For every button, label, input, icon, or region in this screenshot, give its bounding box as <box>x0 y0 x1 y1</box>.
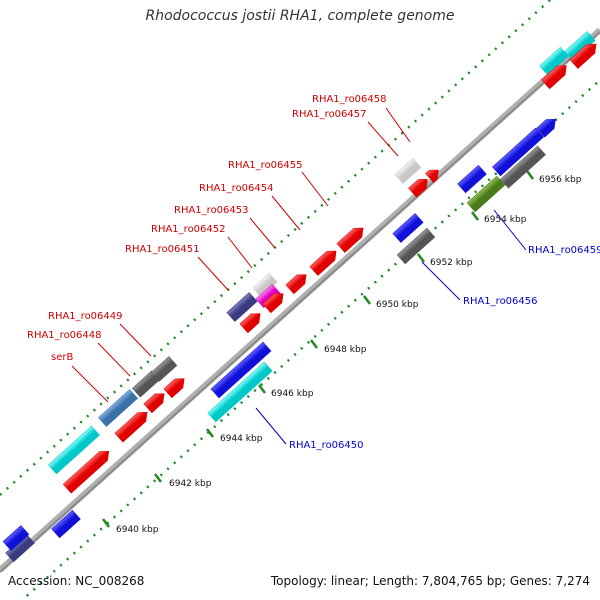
gene-feature-blue <box>457 164 487 194</box>
gene-feature-blue <box>210 341 272 399</box>
gene-label-ro06455: RHA1_ro06455 <box>228 160 303 171</box>
label-leader-line <box>97 342 131 377</box>
gene-feature-dark-grey <box>500 145 546 189</box>
gene-label-ro06453: RHA1_ro06453 <box>174 205 249 216</box>
label-leader-line <box>71 365 109 403</box>
ruler-tick <box>471 211 479 221</box>
ruler-label: 6944 kbp <box>220 434 263 444</box>
gene-label-serb: serB <box>51 352 73 363</box>
label-leader-line <box>119 323 152 357</box>
ruler-tick <box>363 295 371 305</box>
ruler-dots-top <box>0 0 552 496</box>
gene-feature-red <box>425 169 439 183</box>
gene-feature-red <box>163 378 185 399</box>
gene-label-ro06450: RHA1_ro06450 <box>289 440 364 451</box>
ruler-label: 6942 kbp <box>169 479 212 489</box>
label-leader-line <box>301 171 329 207</box>
gene-label-ro06457: RHA1_ro06457 <box>292 109 367 120</box>
gene-label-ro06449: RHA1_ro06449 <box>48 311 123 322</box>
gene-feature-cyan <box>48 425 100 475</box>
accession-text: Accession: NC_008268 <box>8 574 145 588</box>
ruler-tick <box>310 339 318 349</box>
gene-feature-red <box>285 274 307 295</box>
ruler-label: 6946 kbp <box>271 389 314 399</box>
ruler-label: 6956 kbp <box>539 175 582 185</box>
gene-feature-blue <box>492 127 544 177</box>
gene-label-ro06451: RHA1_ro06451 <box>125 244 200 255</box>
genome-backbone-shadow <box>0 31 600 573</box>
gene-feature-red <box>408 179 428 198</box>
gene-feature-cyan <box>207 361 273 423</box>
gene-label-ro06452: RHA1_ro06452 <box>151 224 226 235</box>
gene-feature-light-grey <box>394 158 422 184</box>
ruler-tick <box>258 384 266 394</box>
gene-feature-dark-grey <box>396 227 436 265</box>
ruler-label: 6940 kbp <box>116 525 159 535</box>
gene-feature-blue <box>51 509 81 539</box>
gene-feature-red <box>569 43 597 69</box>
gene-feature-blue <box>536 119 556 138</box>
ruler-label: 6952 kbp <box>430 258 473 268</box>
gene-feature-olive-green <box>466 175 506 213</box>
gene-label-ro06458: RHA1_ro06458 <box>312 94 387 105</box>
gene-feature-red <box>62 451 110 494</box>
gene-feature-steel-blue <box>98 389 138 427</box>
gene-feature-red <box>541 65 567 90</box>
gene-feature-red <box>114 412 148 443</box>
gene-feature-cyan <box>539 46 569 76</box>
label-leader-line <box>255 407 287 445</box>
ruler-tick <box>154 473 162 483</box>
label-leader-line <box>493 209 527 251</box>
label-leader-line <box>367 121 399 157</box>
gene-label-ro06459: RHA1_ro06459 <box>528 245 600 256</box>
gene-feature-red <box>143 393 165 414</box>
ruler-tick <box>417 253 425 263</box>
gene-feature-red <box>239 313 261 334</box>
gene-label-ro06456: RHA1_ro06456 <box>463 296 538 307</box>
ruler-label: 6948 kbp <box>324 345 367 355</box>
genome-backbone <box>0 27 600 573</box>
ruler-label: 6950 kbp <box>376 300 419 310</box>
gene-label-ro06454: RHA1_ro06454 <box>199 183 274 194</box>
gene-features <box>2 31 597 563</box>
ruler-tick <box>526 170 534 180</box>
label-leader-line <box>421 261 461 301</box>
label-leader-line <box>227 236 253 269</box>
label-leader-line <box>197 256 229 291</box>
label-leader-line <box>271 195 301 231</box>
gene-feature-red <box>336 227 364 253</box>
ruler-tick <box>206 428 214 438</box>
ruler-tick <box>102 518 110 528</box>
gene-feature-dark-grey <box>150 356 178 382</box>
gene-label-ro06448: RHA1_ro06448 <box>27 330 102 341</box>
ruler-label: 6954 kbp <box>484 215 527 225</box>
gene-feature-blue <box>392 213 424 243</box>
label-leader-line <box>385 107 411 143</box>
gene-feature-slate-blue <box>226 292 258 322</box>
gene-feature-red <box>309 250 337 276</box>
label-leaders <box>71 107 527 445</box>
gene-feature-red <box>262 293 284 314</box>
label-leader-line <box>249 217 276 249</box>
genome-title: Rhodococcus jostii RHA1, complete genome <box>145 8 455 24</box>
gene-feature-magenta <box>255 283 281 309</box>
ruler-ticks <box>102 170 534 528</box>
genome-summary-text: Topology: linear; Length: 7,804,765 bp; … <box>270 574 590 588</box>
gene-feature-blue <box>2 525 30 551</box>
